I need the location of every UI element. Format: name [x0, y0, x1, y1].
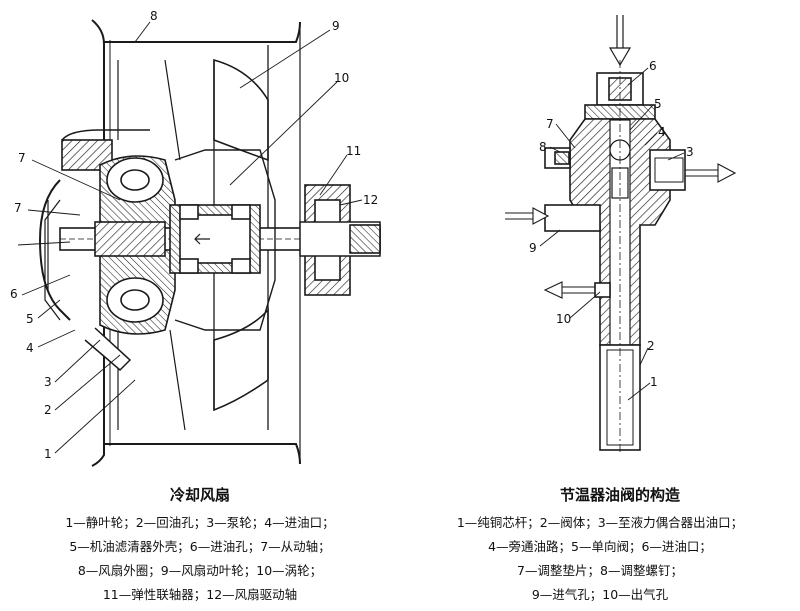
right-legend-line-3: 7—调整垫片；8—调整螺钉； — [517, 563, 683, 578]
callout-9: 9 — [332, 19, 340, 33]
r-callout-9: 9 — [529, 241, 537, 255]
callout-12: 12 — [363, 193, 378, 207]
callout-5: 5 — [26, 312, 34, 326]
cooling-fan-diagram — [38, 19, 381, 467]
r-callout-1: 1 — [650, 375, 658, 389]
right-legend-line-4: 9—进气孔；10—出气孔 — [531, 587, 669, 602]
r-callout-6: 6 — [649, 59, 657, 73]
callout-3: 3 — [44, 375, 52, 389]
r-callout-8: 8 — [539, 140, 547, 154]
callout-8: 8 — [150, 9, 158, 23]
r-callout-4: 4 — [658, 125, 666, 139]
callout-2: 2 — [44, 403, 52, 417]
right-legend-line-2: 4—旁通油路；5—单向阀；6—进油口； — [488, 539, 712, 554]
r-callout-2: 2 — [647, 339, 655, 353]
r-callout-7: 7 — [546, 117, 554, 131]
right-callouts: 6 5 7 4 8 3 9 10 2 1 — [529, 59, 694, 389]
r-callout-5: 5 — [654, 97, 662, 111]
callout-6: 6 — [10, 287, 18, 301]
left-legend-line-1: 1—静叶轮；2—回油孔；3—泵轮；4—进油口； — [65, 515, 335, 530]
right-figure-title: 节温器油阀的构造 — [559, 486, 680, 504]
right-legend-line-1: 1—纯铜芯杆；2—阀体；3—至液力偶合器出油口； — [456, 515, 744, 530]
left-figure-title: 冷却风扇 — [169, 486, 230, 504]
callout-7a: 7 — [18, 151, 26, 165]
callout-7b: 7 — [14, 201, 22, 215]
callout-10: 10 — [334, 71, 349, 85]
left-callouts: 8 9 10 11 12 7 7 6 5 4 3 2 1 — [10, 9, 378, 461]
thermostat-valve-diagram — [505, 15, 737, 455]
callout-4: 4 — [26, 341, 34, 355]
left-legend-line-3: 8—风扇外圈；9—风扇动叶轮；10—涡轮； — [77, 563, 323, 578]
callout-1: 1 — [44, 447, 52, 461]
r-callout-3: 3 — [686, 145, 694, 159]
right-callout-leaders — [539, 67, 685, 401]
left-legend-line-4: 11—弹性联轴器；12—风扇驱动轴 — [102, 587, 298, 602]
r-callout-10: 10 — [556, 312, 571, 326]
callout-11: 11 — [346, 144, 361, 158]
left-callout-leaders — [17, 21, 363, 454]
left-legend-line-2: 5—机油滤清器外壳；6—进油孔；7—从动轴； — [69, 539, 331, 554]
